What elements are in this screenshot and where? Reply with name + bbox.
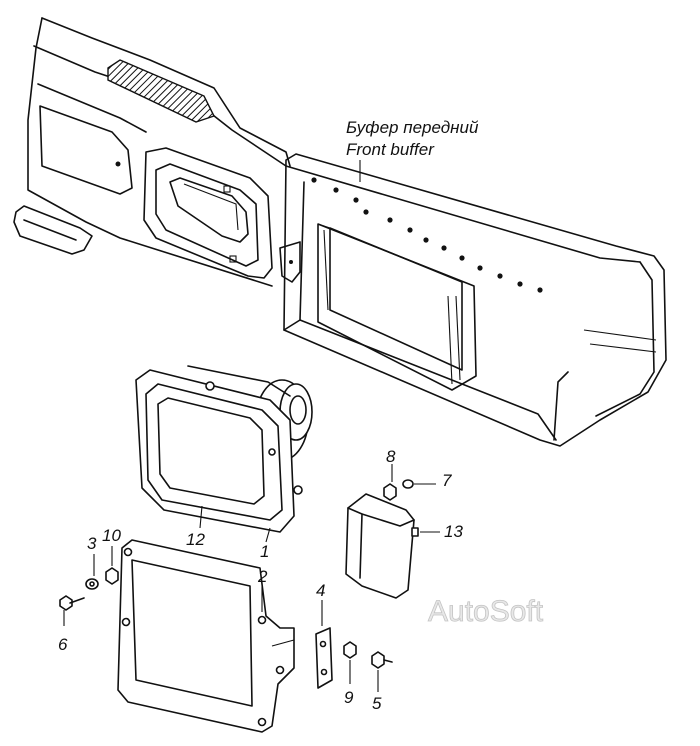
caption-line-en: Front buffer bbox=[346, 140, 435, 159]
callout-1: 1 bbox=[260, 542, 269, 561]
callout-13: 13 bbox=[444, 522, 463, 541]
spacer-strip bbox=[315, 627, 333, 689]
headlamp-frame-plate bbox=[117, 539, 295, 733]
leader-lines bbox=[63, 160, 440, 692]
callout-7: 7 bbox=[442, 471, 452, 490]
callout-9: 9 bbox=[344, 688, 354, 707]
callout-12: 12 bbox=[186, 530, 205, 549]
front-buffer bbox=[13, 17, 667, 447]
callout-3: 3 bbox=[87, 534, 97, 553]
watermark: AutoSoft bbox=[428, 595, 544, 628]
callout-6: 6 bbox=[58, 635, 68, 654]
caption-line-ru: Буфер передний bbox=[346, 118, 479, 137]
callout-4: 4 bbox=[316, 581, 325, 600]
callout-8: 8 bbox=[386, 447, 396, 466]
side-marker-lamp bbox=[345, 493, 419, 599]
fasteners bbox=[59, 479, 414, 669]
callout-2: 2 bbox=[257, 567, 268, 586]
callout-5: 5 bbox=[372, 694, 382, 713]
callout-10: 10 bbox=[102, 526, 121, 545]
headlamp-unit bbox=[135, 365, 313, 533]
